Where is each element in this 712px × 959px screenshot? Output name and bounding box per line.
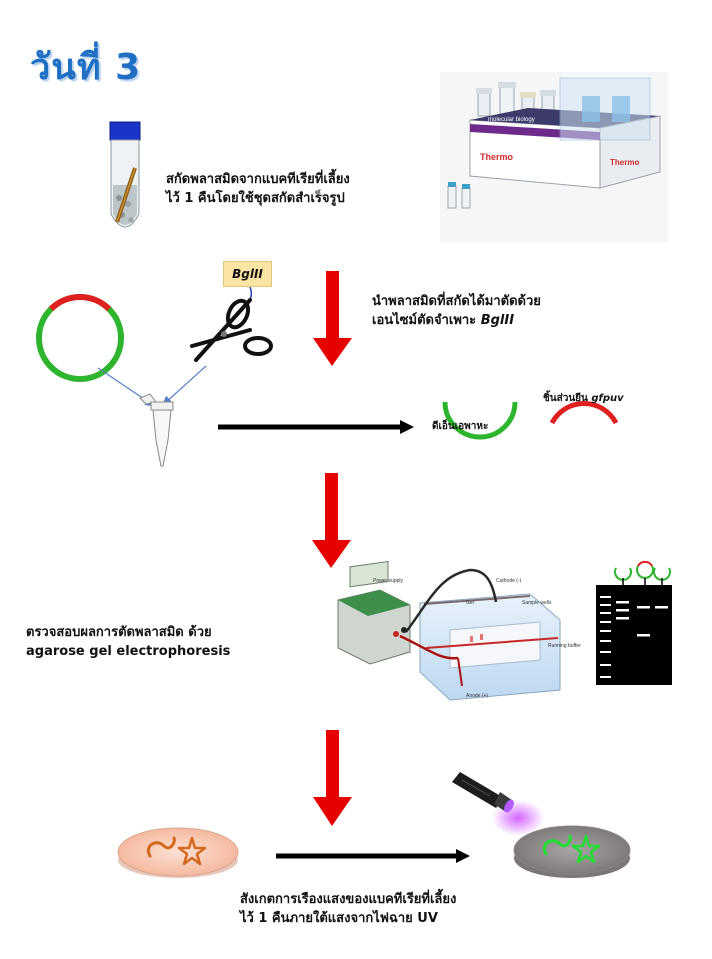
gene-fragment bbox=[549, 400, 619, 425]
kit-brand-text: Thermo bbox=[480, 152, 514, 162]
svg-text:Thermo: Thermo bbox=[610, 158, 639, 167]
sample-wells-label: Sample wells bbox=[522, 600, 552, 606]
cut-caption: นำพลาสมิดที่สกัดได้มาตัดด้วย เอนไซม์ตัดจ… bbox=[372, 292, 541, 330]
arrow-black-2 bbox=[276, 849, 470, 863]
red-arrow-1 bbox=[313, 271, 352, 366]
extract-caption: สกัดพลาสมิดจากแบคทีเรียที่เลี้ยง ไว้ 1 ค… bbox=[166, 170, 350, 208]
anode-label: Anode (+) bbox=[466, 693, 488, 699]
gel-label: Gel bbox=[466, 600, 474, 606]
gel-result bbox=[596, 560, 672, 685]
observe-caption: สังเกตการเรืองแสงของแบคทีเรียที่เลี้ยง ไ… bbox=[240, 890, 456, 928]
gel-caption-line2: agarose gel electrophoresis bbox=[26, 644, 231, 659]
observe-caption-line2: ไว้ 1 คืนภายใต้แสงจากไฟฉาย UV bbox=[240, 911, 438, 926]
gel-caption: ตรวจสอบผลการตัดพลาสมิด ด้วย agarose gel … bbox=[26, 623, 230, 661]
extract-caption-line1: สกัดพลาสมิดจากแบคทีเรียที่เลี้ยง bbox=[166, 172, 350, 187]
plasmid bbox=[36, 294, 124, 382]
running-buffer-label: Running buffer bbox=[548, 643, 581, 649]
culture-tube bbox=[109, 121, 141, 228]
extraction-kit: Thermo molecular biology Thermo bbox=[440, 72, 668, 242]
red-arrow-3 bbox=[313, 730, 352, 826]
petri-dish-normal bbox=[117, 827, 239, 878]
arrow-black-1 bbox=[218, 420, 414, 434]
enzyme-tag: BglII bbox=[223, 261, 272, 287]
observe-caption-line1: สังเกตการเรืองแสงของแบคทีเรียที่เลี้ยง bbox=[240, 892, 457, 907]
fragment-label-gene: gfpuv bbox=[591, 393, 624, 404]
electrophoresis-apparatus: Power supply Cathode (-) Gel Sample well… bbox=[337, 560, 581, 701]
fragment-label: ชิ้นส่วนยีน gfpuv bbox=[543, 391, 624, 406]
scissors-icon bbox=[190, 286, 273, 362]
cut-caption-line1: นำพลาสมิดที่สกัดได้มาตัดด้วย bbox=[372, 294, 541, 309]
enzyme-tag-text: BglII bbox=[232, 267, 263, 281]
microcentrifuge-tube bbox=[139, 393, 174, 467]
vector-dna bbox=[442, 401, 518, 440]
vector-dna-label: ดีเอ็นเอพาหะ bbox=[432, 421, 489, 432]
petri-dish-uv bbox=[513, 825, 631, 878]
uv-flashlight-icon bbox=[452, 772, 544, 836]
cathode-label: Cathode (-) bbox=[496, 578, 522, 584]
kit-name-text: molecular biology bbox=[488, 117, 535, 123]
extract-caption-line2: ไว้ 1 คืนโดยใช้ชุดสกัดสำเร็จรูป bbox=[166, 191, 345, 206]
cut-caption-prefix: เอนไซม์ตัดจำเพาะ bbox=[372, 313, 481, 328]
power-supply-label: Power supply bbox=[373, 578, 404, 584]
cut-caption-line2: เอนไซม์ตัดจำเพาะ BglII bbox=[372, 311, 541, 330]
cut-caption-enzyme: BglII bbox=[480, 313, 515, 328]
gel-caption-line1: ตรวจสอบผลการตัดพลาสมิด ด้วย bbox=[26, 625, 212, 640]
arrow-enzyme-to-tube bbox=[162, 365, 207, 406]
red-arrow-2 bbox=[312, 473, 351, 568]
page-title: วันที่ 3 bbox=[30, 47, 142, 88]
fragment-label-prefix: ชิ้นส่วนยีน bbox=[543, 393, 592, 404]
